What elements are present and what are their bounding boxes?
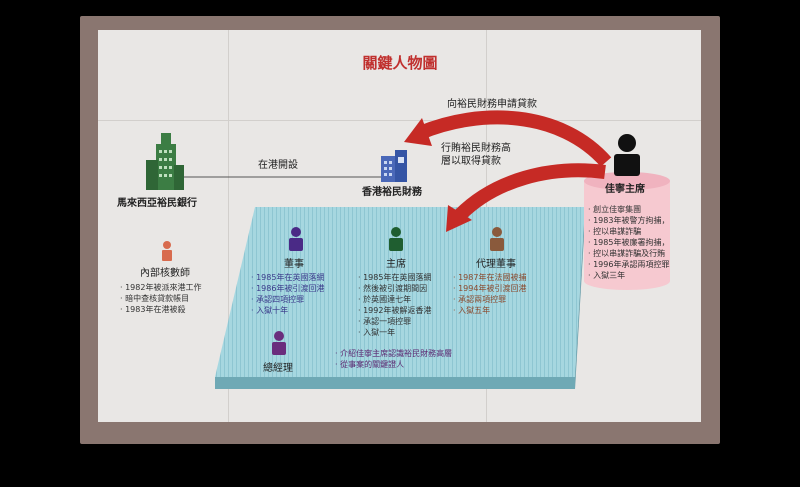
diagram-title: 關鍵人物圖 [362,54,438,72]
chairman-title: 佳寧主席 [605,184,645,195]
list-item: 入獄三年 [588,270,669,281]
acting-person-icon [490,227,504,251]
arrow-mid [446,163,606,232]
list-item: 1983年被警方拘捕， [588,215,669,226]
list-item: 1992年被解返香港 [358,305,431,316]
chair-title: 主席 [386,259,406,270]
list-item: 創立佳寧集團 [588,204,669,215]
chairman-person-icon [614,134,640,176]
list-item: 介紹佳寧主席認識裕民財務高層 [335,348,452,359]
list-item: 承認一項控罪 [358,316,431,327]
arrow-mid-label-1: 行賄裕民財務高 [441,143,511,154]
acting-title: 代理董事 [476,259,516,270]
auditor-details: 1982年被派來港工作 暗中查核貸款帳目 1983年在港被殺 [120,282,201,315]
list-item: 承認四項控罪 [251,294,324,305]
chair-person-icon [389,227,403,251]
relation-label: 在港開設 [258,160,298,171]
paper-seam [98,120,701,121]
arrow-top [404,110,612,167]
list-item: 控以串謀詐騙及行賄 [588,248,669,259]
chair-details: 1985年在英國落網 然後被引渡期間因 於英國達七年 1992年被解返香港 承認… [358,272,431,338]
list-item: 1987年在法國被捕 [453,272,526,283]
bank-building-icon [146,133,184,190]
list-item: 1983年在港被殺 [120,304,201,315]
subsidiary-label: 香港裕民財務 [362,187,422,198]
list-item: 然後被引渡期間因 [358,283,431,294]
chairman-details: 創立佳寧集團 1983年被警方拘捕， 控以串謀詐騙 1985年被廉署拘捕， 控以… [588,204,669,281]
arrow-top-label: 向裕民財務申請貸款 [447,99,537,110]
list-item: 1982年被派來港工作 [120,282,201,293]
auditor-person-icon [162,241,172,261]
manager-person-icon [272,331,286,355]
paper-seam [228,30,229,422]
list-item: 1985年在英國落網 [251,272,324,283]
director-person-icon [289,227,303,251]
list-item: 1996年承認兩項控罪 [588,259,669,270]
list-item: 承認兩項控罪 [453,294,526,305]
auditor-title: 內部核數師 [140,268,190,279]
manager-details: 介紹佳寧主席認識裕民財務高層 從事案的關鍵證人 [335,348,452,370]
list-item: 1986年被引渡回港 [251,283,324,294]
list-item: 入獄十年 [251,305,324,316]
list-item: 1994年被引渡回港 [453,283,526,294]
list-item: 暗中查核貸款帳目 [120,293,201,304]
director-title: 董事 [284,259,304,270]
list-item: 入獄五年 [453,305,526,316]
manager-title: 總經理 [263,363,293,374]
list-item: 從事案的關鍵證人 [335,359,452,370]
list-item: 於英國達七年 [358,294,431,305]
list-item: 1985年在英國落網 [358,272,431,283]
subsidiary-building-icon [381,150,407,182]
list-item: 入獄一年 [358,327,431,338]
director-details: 1985年在英國落網 1986年被引渡回港 承認四項控罪 入獄十年 [251,272,324,316]
acting-details: 1987年在法國被捕 1994年被引渡回港 承認兩項控罪 入獄五年 [453,272,526,316]
bank-label: 馬來西亞裕民銀行 [117,198,197,209]
list-item: 控以串謀詐騙 [588,226,669,237]
list-item: 1985年被廉署拘捕， [588,237,669,248]
arrow-mid-label-2: 層以取得貸款 [441,156,501,167]
